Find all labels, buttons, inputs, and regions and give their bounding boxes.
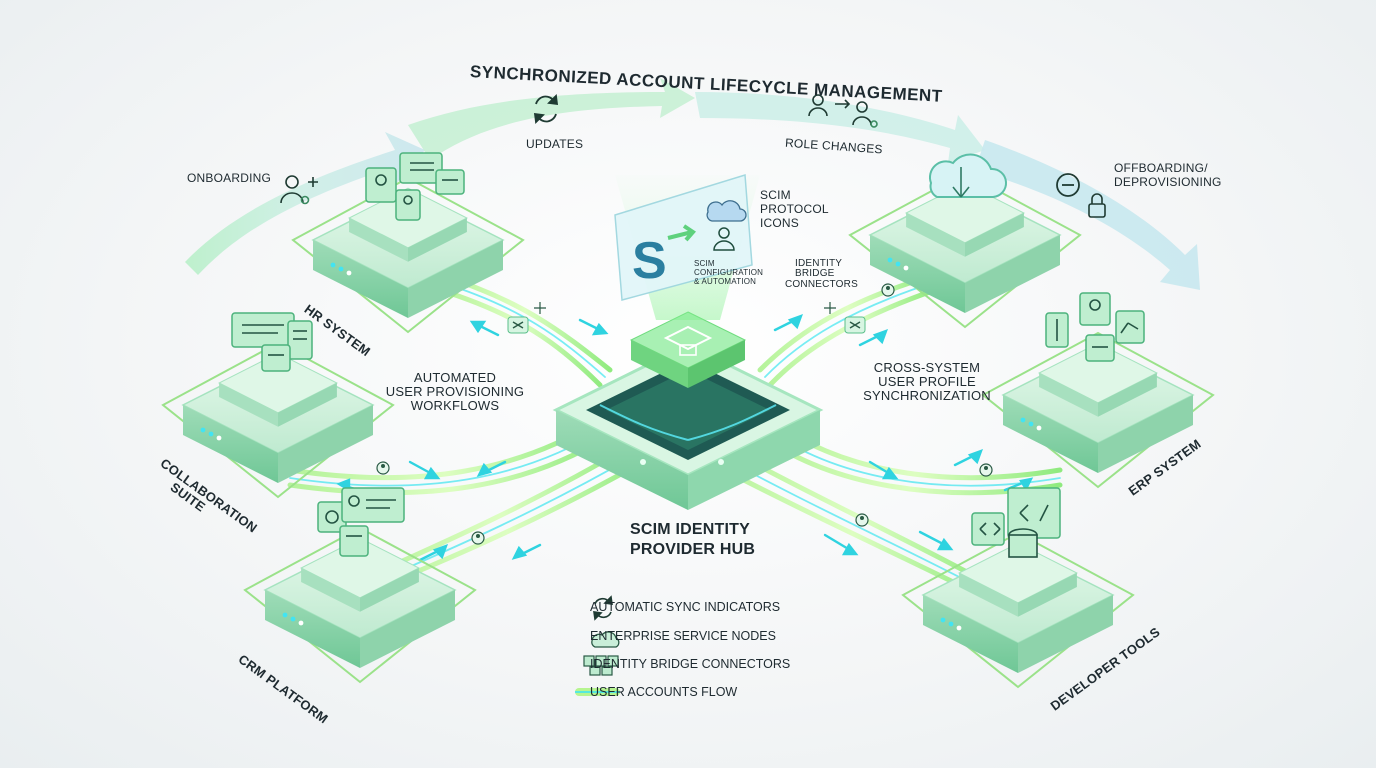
cloud-service-node bbox=[848, 153, 1082, 329]
workflows-line3: WORKFLOWS bbox=[410, 398, 500, 413]
role-change-icon bbox=[808, 94, 878, 128]
remove-user-icon bbox=[1056, 173, 1080, 197]
workflows-line1: AUTOMATED bbox=[413, 370, 497, 385]
legend-item-sync: AUTOMATIC SYNC INDICATORS bbox=[590, 600, 780, 614]
user-add-icon bbox=[280, 175, 318, 205]
legend-label-flow: USER ACCOUNTS FLOW bbox=[590, 685, 738, 699]
lifecycle-arc bbox=[185, 78, 1200, 290]
legend-cloud-icon bbox=[591, 631, 620, 648]
lock-icon bbox=[1088, 193, 1106, 218]
sync-line1: CROSS-SYSTEM bbox=[873, 360, 981, 375]
erp-system-node bbox=[981, 292, 1215, 489]
developer-tools-node bbox=[901, 487, 1135, 689]
scim-configuration-panel: S bbox=[614, 174, 753, 301]
legend-item-nodes: ENTERPRISE SERVICE NODES bbox=[590, 629, 776, 643]
stage-onboarding: ONBOARDING bbox=[187, 171, 272, 185]
bridge-label-line2: BRIDGE bbox=[795, 268, 835, 279]
bridge-label-line1: IDENTITY bbox=[795, 258, 843, 269]
sync-icon bbox=[533, 94, 559, 124]
legend-item-connectors: IDENTITY BRIDGE CONNECTORS bbox=[590, 657, 790, 671]
hub-label-line2: PROVIDER HUB bbox=[630, 541, 756, 558]
scim-caption-line2: CONFIGURATION bbox=[694, 268, 764, 277]
scim-protocol-label-line2: PROTOCOL bbox=[760, 202, 829, 216]
sync-line3: SYNCHRONIZATION bbox=[863, 388, 991, 403]
legend-label-sync: AUTOMATIC SYNC INDICATORS bbox=[590, 600, 781, 614]
legend-icons bbox=[575, 595, 620, 696]
workflows-line2: USER PROVISIONING bbox=[385, 384, 525, 399]
scim-protocol-label-line1: SCIM bbox=[760, 188, 791, 202]
stage-offboarding-line1: OFFBOARDING/ bbox=[1114, 161, 1208, 175]
cloud-icon bbox=[706, 200, 747, 222]
crm-platform-node bbox=[243, 487, 477, 684]
legend-puzzle-icon bbox=[583, 655, 619, 676]
sync-direction-arrows bbox=[336, 313, 1034, 562]
hub-label-line1: SCIM IDENTITY bbox=[630, 521, 750, 538]
legend-flow-icon bbox=[575, 688, 620, 696]
legend-label-nodes: ENTERPRISE SERVICE NODES bbox=[590, 629, 776, 643]
bridge-connector-badges bbox=[376, 283, 993, 545]
scim-caption-line1: SCIM bbox=[694, 259, 715, 268]
user-icon bbox=[713, 227, 735, 251]
scim-caption-line3: & AUTOMATION bbox=[694, 277, 757, 286]
legend-sync-icon bbox=[593, 595, 613, 621]
stage-updates: UPDATES bbox=[526, 137, 584, 151]
stage-offboarding-line2: DEPROVISIONING bbox=[1114, 175, 1222, 189]
hr-system-node bbox=[291, 152, 525, 334]
legend-item-flow: USER ACCOUNTS FLOW bbox=[590, 685, 737, 699]
legend-label-connectors: IDENTITY BRIDGE CONNECTORS bbox=[590, 657, 791, 671]
bridge-label-line3: CONNECTORS bbox=[785, 279, 858, 290]
scim-logo-letter: S bbox=[632, 232, 667, 290]
scim-protocol-label-line3: ICONS bbox=[760, 216, 800, 230]
sync-line2: USER PROFILE bbox=[878, 374, 976, 389]
collaboration-suite-node bbox=[161, 312, 395, 499]
